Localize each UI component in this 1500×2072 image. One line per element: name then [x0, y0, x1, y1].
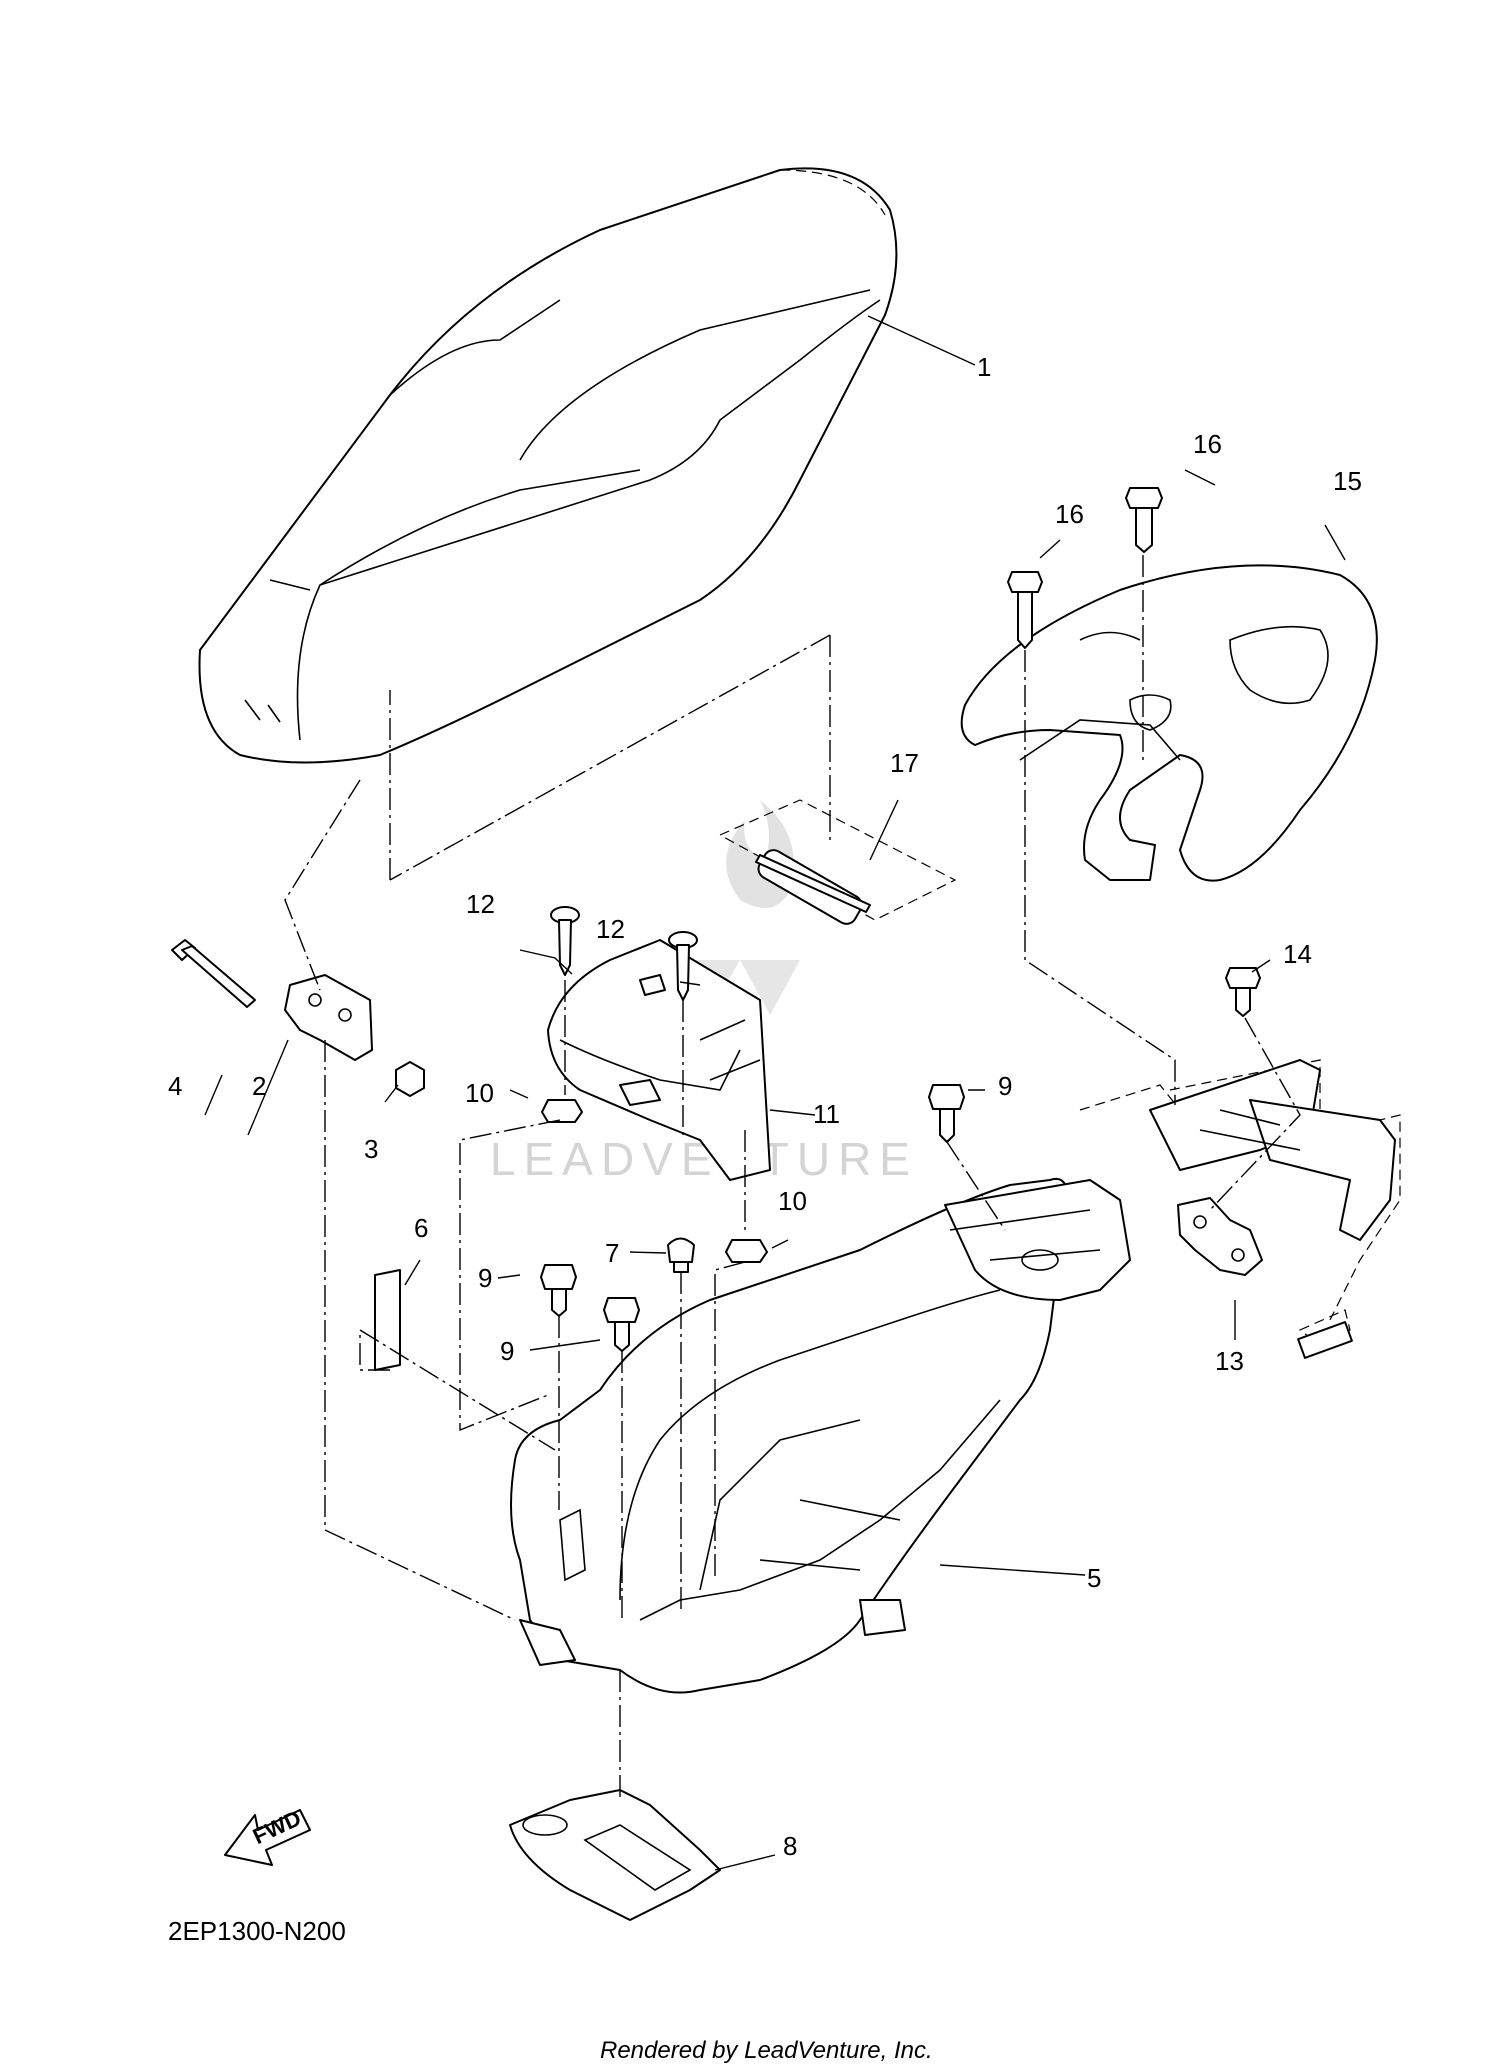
bolt-9a: [928, 1084, 965, 1143]
callout-11: 11: [813, 1099, 840, 1129]
grab-bar: [960, 564, 1378, 882]
callout-13: 13: [1215, 1346, 1244, 1376]
callout-4: 4: [168, 1071, 182, 1101]
callout-14: 14: [1283, 939, 1312, 969]
bolt-16b: [1125, 487, 1163, 553]
callout-9a: 9: [998, 1071, 1012, 1101]
leader-lines: [204, 315, 1346, 1871]
damper-6: [374, 1269, 401, 1371]
callout-8: 8: [783, 1831, 797, 1861]
callout-17: 17: [890, 748, 919, 778]
callout-5: 5: [1087, 1563, 1101, 1593]
callouts: 1 2 3 4 5 6 7 8 9 9 9 10 10 11 12 12 13 …: [168, 352, 1362, 1861]
callout-7: 7: [605, 1238, 619, 1268]
callout-9b: 9: [478, 1263, 492, 1293]
seat: [198, 167, 898, 764]
nut-10a: [541, 1099, 583, 1123]
bolt-16a: [1007, 571, 1043, 649]
callout-2: 2: [252, 1071, 266, 1101]
rear-frame: [1079, 1059, 1401, 1359]
guard-plate: [509, 1789, 721, 1921]
callout-12a: 12: [466, 889, 495, 919]
screw-12a: [550, 906, 580, 976]
callout-16a: 16: [1193, 429, 1222, 459]
callout-10a: 10: [465, 1078, 494, 1108]
seat-lock: [1177, 1197, 1263, 1276]
hinge-2: [284, 974, 373, 1061]
fwd-arrow-icon: FWD: [224, 1805, 311, 1866]
tool-kit: [718, 799, 957, 925]
callout-10b: 10: [778, 1186, 807, 1216]
bolt-14: [1225, 967, 1261, 1017]
plug-7: [667, 1237, 695, 1273]
bolt-9c: [603, 1297, 640, 1352]
watermark-text: LEADVENTURE: [490, 1133, 918, 1185]
bolt-9b: [540, 1264, 577, 1317]
nut-10b: [725, 1239, 768, 1263]
callout-1: 1: [977, 352, 991, 382]
chain-lines: [284, 555, 1301, 1800]
callout-9c: 9: [500, 1336, 514, 1366]
callout-15: 15: [1333, 466, 1362, 496]
callout-12b: 12: [596, 914, 625, 944]
render-credit: Rendered by LeadVenture, Inc.: [600, 2037, 933, 2064]
battery-box: [547, 939, 771, 1181]
callout-16b: 16: [1055, 499, 1084, 529]
nut-3: [395, 1061, 425, 1097]
callout-3: 3: [364, 1134, 378, 1164]
screw-12b: [668, 931, 698, 1001]
callout-6: 6: [414, 1213, 428, 1243]
reference-code: 2EP1300-N200: [168, 1916, 346, 1946]
bolt-4: [171, 939, 256, 1008]
luggage-box: [510, 1177, 1131, 1694]
